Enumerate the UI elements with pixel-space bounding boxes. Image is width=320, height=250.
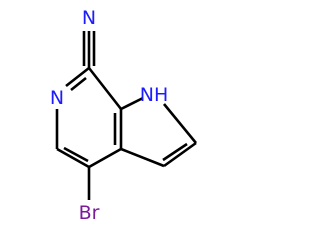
- c7-n6-bond: [65, 66, 90, 88]
- c2-c3-bond: [163, 141, 197, 168]
- c5-c4-inner-bond: [63, 146, 89, 163]
- c5-c4-bond: [56, 147, 90, 169]
- nitrile-triple-bond: [82, 31, 96, 66]
- pyridine-nitrogen-label: N: [50, 87, 64, 109]
- pyridine-ring: [55, 66, 123, 169]
- c2-c3-inner-bond: [162, 142, 188, 162]
- pyrrole-ring: [120, 96, 198, 168]
- nitrile-nitrogen-label: N: [82, 7, 96, 29]
- c4-c3a-bond: [88, 147, 122, 169]
- c3-c3a-bond: [120, 147, 165, 168]
- c7a-c7-bond: [87, 67, 123, 110]
- pyrrole-nh-label: NH: [140, 84, 169, 106]
- c7a-n1-bond: [120, 96, 144, 111]
- c7-n6-inner-bond: [70, 76, 87, 92]
- pyrrole-h-symbol: H: [154, 84, 168, 106]
- bromine-label: Br: [79, 202, 100, 224]
- chemical-structure: N NH N Br: [50, 7, 198, 224]
- pyrrole-n-symbol: N: [140, 84, 154, 106]
- n1-c2-bond: [162, 103, 198, 144]
